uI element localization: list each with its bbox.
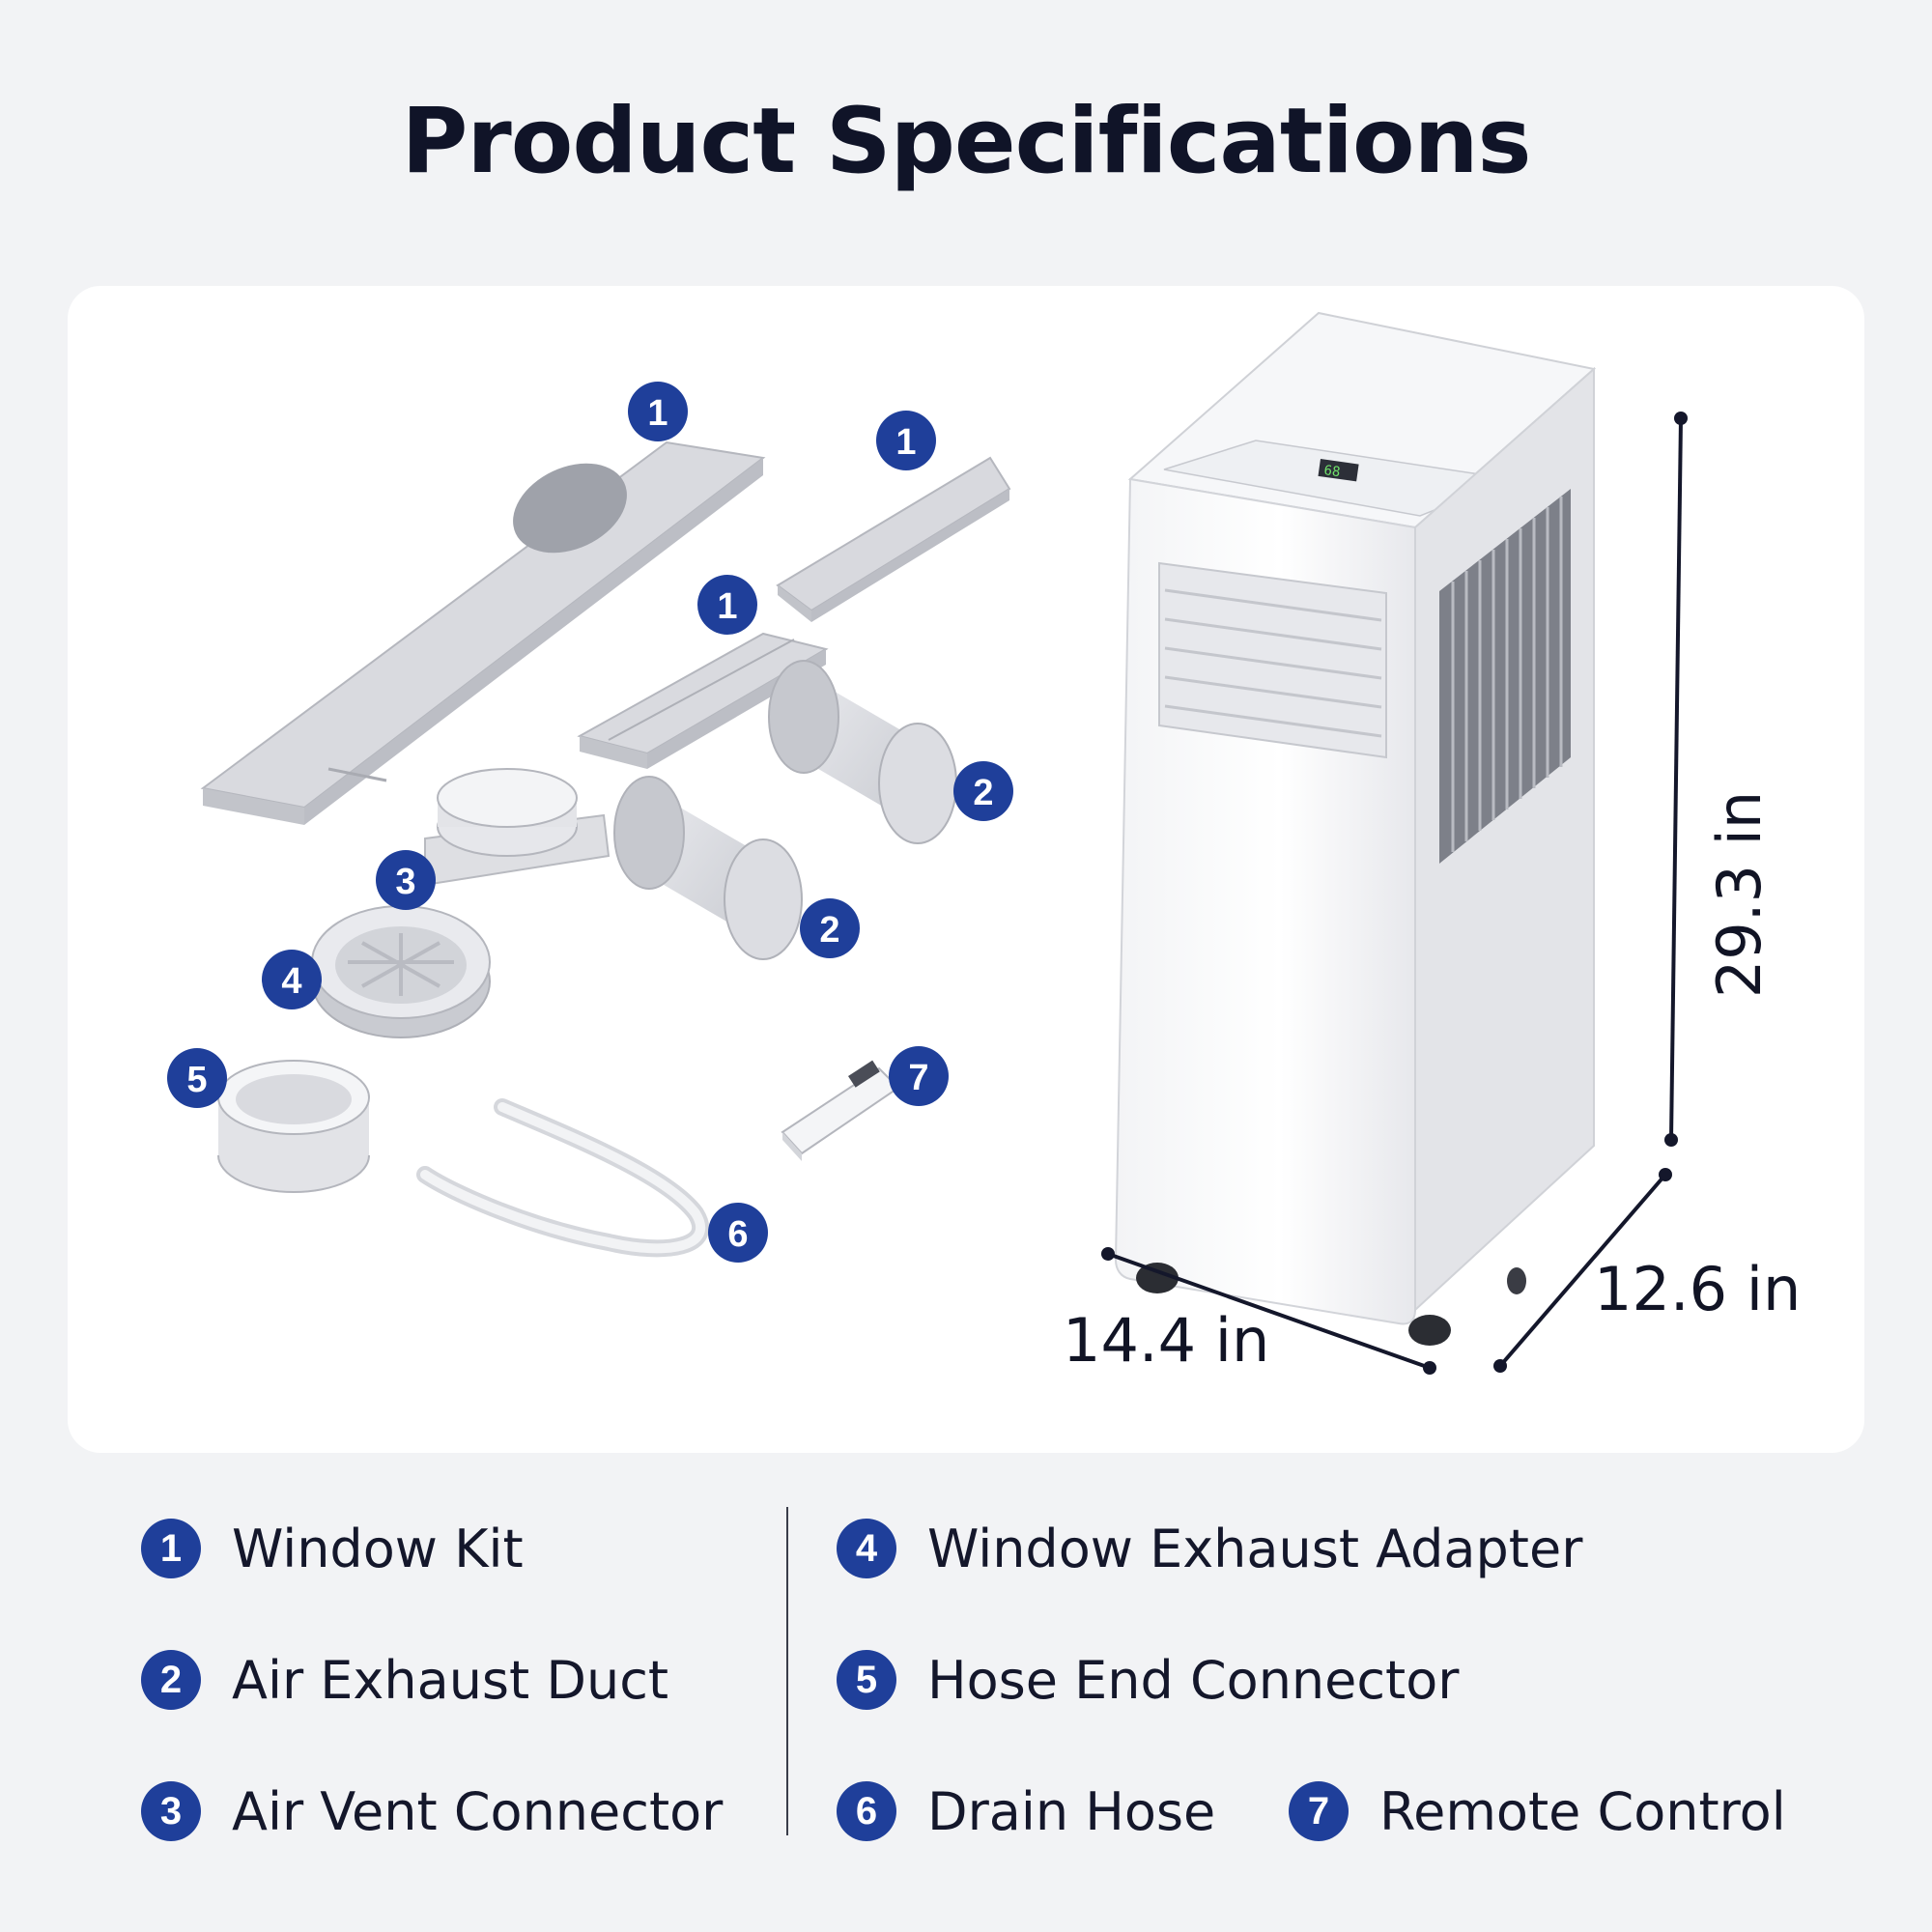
legend-label: Window Exhaust Adapter [927, 1518, 1583, 1579]
callout-badge: 1 [876, 411, 936, 470]
legend-label: Drain Hose [927, 1780, 1216, 1842]
callout-badge: 6 [708, 1203, 768, 1263]
svg-text:1: 1 [647, 393, 668, 434]
callout-badge: 4 [262, 950, 322, 1009]
height-label: 29.3 in [1704, 791, 1775, 998]
width-dimension-line [1101, 1247, 1436, 1375]
drain-hose [416, 1098, 710, 1258]
window-kit-short-panel-a [776, 456, 1011, 622]
callout-badge: 1 [628, 382, 688, 441]
window-exhaust-adapter [311, 905, 491, 1038]
remote-control [781, 1060, 900, 1161]
legend-label: Air Exhaust Duct [232, 1649, 669, 1711]
legend-number-badge: 3 [141, 1781, 201, 1841]
product-illustration: 68 [167, 311, 1801, 1376]
callout-badge: 2 [953, 761, 1013, 821]
svg-text:1: 1 [717, 586, 737, 627]
portable-ac-unit: 68 [1114, 311, 1597, 1346]
air-exhaust-duct-upper [768, 660, 957, 844]
legend-number-badge: 4 [837, 1519, 896, 1578]
callout-badge: 2 [800, 898, 860, 958]
legend-item-window-exhaust-adapter: 4 Window Exhaust Adapter [837, 1515, 1582, 1582]
legend-number-badge: 5 [837, 1650, 896, 1710]
unit-display: 68 [1322, 463, 1341, 480]
legend-item-remote-control: 7 Remote Control [1289, 1777, 1786, 1845]
svg-text:6: 6 [727, 1214, 748, 1255]
callout-badge: 3 [376, 850, 436, 910]
legend-item-hose-end-connector: 5 Hose End Connector [837, 1646, 1459, 1714]
legend-item-air-exhaust-duct: 2 Air Exhaust Duct [141, 1646, 668, 1714]
legend-number-badge: 6 [837, 1781, 896, 1841]
product-image-panel: 68 [68, 286, 1864, 1453]
legend-item-drain-hose: 6 Drain Hose [837, 1777, 1215, 1845]
callout-badge: 7 [889, 1046, 949, 1106]
callout-badge: 1 [697, 575, 757, 635]
svg-text:5: 5 [186, 1060, 207, 1100]
legend-label: Hose End Connector [927, 1649, 1460, 1711]
legend-label: Air Vent Connector [232, 1780, 724, 1842]
page-title: Product Specifications [401, 89, 1532, 194]
window-kit-long-panel [200, 440, 766, 825]
legend-number-badge: 1 [141, 1519, 201, 1578]
width-label: 14.4 in [1063, 1305, 1269, 1376]
legend-number-badge: 2 [141, 1650, 201, 1710]
svg-text:7: 7 [908, 1058, 928, 1098]
callout-badge: 5 [167, 1048, 227, 1108]
legend-divider [786, 1507, 788, 1835]
depth-dimension-line [1493, 1168, 1672, 1373]
air-exhaust-duct-lower [613, 776, 803, 960]
legend-item-air-vent-connector: 3 Air Vent Connector [141, 1777, 723, 1845]
svg-text:1: 1 [895, 422, 916, 463]
legend-label: Window Kit [232, 1518, 524, 1579]
legend-label: Remote Control [1379, 1780, 1786, 1842]
depth-label: 12.6 in [1594, 1254, 1801, 1324]
legend-number-badge: 7 [1289, 1781, 1349, 1841]
svg-text:4: 4 [281, 961, 301, 1002]
height-dimension-line [1664, 412, 1688, 1147]
svg-text:3: 3 [395, 862, 415, 902]
legend-item-window-kit: 1 Window Kit [141, 1515, 524, 1582]
air-vent-connector [424, 768, 611, 887]
svg-text:2: 2 [973, 773, 993, 813]
hose-end-connector [217, 1060, 370, 1193]
svg-text:2: 2 [819, 910, 839, 951]
